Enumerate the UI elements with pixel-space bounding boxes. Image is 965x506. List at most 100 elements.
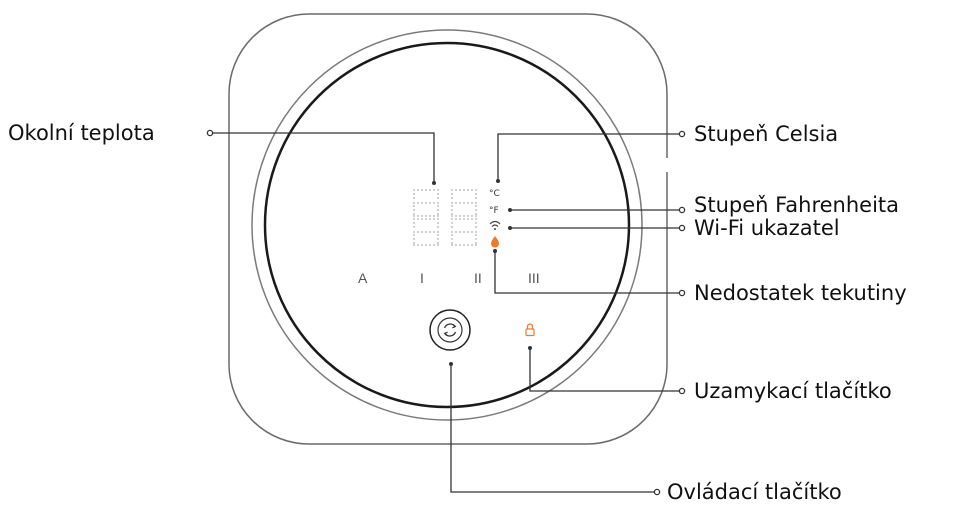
digit-dot <box>416 217 420 221</box>
control-button[interactable] <box>429 309 471 351</box>
digit-dot <box>466 217 470 221</box>
digit-dot <box>412 237 416 241</box>
digit-dot <box>470 217 474 221</box>
digit-dot <box>466 188 470 192</box>
digit-dot <box>450 237 454 241</box>
digit-dot <box>466 230 470 234</box>
refresh-icon <box>443 323 457 337</box>
digit-dot <box>474 241 478 245</box>
wifi-icon <box>489 220 501 230</box>
digit-dot <box>436 233 440 237</box>
digit-dot <box>436 208 440 212</box>
lock-icon[interactable] <box>525 323 535 337</box>
digit-dot <box>412 212 416 216</box>
label-control: Ovládací tlačítko <box>667 480 842 504</box>
digit-dot <box>412 217 416 221</box>
digit-dot <box>428 201 432 205</box>
digit-dot <box>474 201 478 205</box>
digit-dot <box>416 188 420 192</box>
mode-3: III <box>528 270 540 286</box>
digit-dot <box>450 192 454 196</box>
digit-dot <box>470 230 474 234</box>
digit-dot <box>428 243 432 247</box>
digit-dot <box>436 201 440 205</box>
label-lock: Uzamykací tlačítko <box>694 379 892 403</box>
label-fahrenheit: Stupeň Fahrenheita <box>694 193 900 217</box>
digit-dot <box>432 188 436 192</box>
digit-dot <box>420 214 424 218</box>
digit-dot <box>474 233 478 237</box>
digit-dot <box>450 204 454 208</box>
digit-dot <box>462 201 466 205</box>
digit-dot <box>412 204 416 208</box>
digit-dot <box>474 192 478 196</box>
leader-low-fluid <box>494 250 682 294</box>
digit-dot <box>474 208 478 212</box>
digit-dot <box>454 243 458 247</box>
digit-dot <box>436 196 440 200</box>
digit-dot <box>474 221 478 225</box>
digit-dot <box>462 217 466 221</box>
digit-dot <box>450 243 454 247</box>
digit-dot <box>436 237 440 241</box>
digit-dot <box>436 192 440 196</box>
digit-dot <box>436 225 440 229</box>
temperature-digits <box>412 188 478 247</box>
digit-dot <box>458 243 462 247</box>
digit-dot <box>470 214 474 218</box>
digit-dot <box>474 196 478 200</box>
digit-dot <box>436 241 440 245</box>
leader-ambient-temp <box>210 132 435 182</box>
digit-dot <box>450 212 454 216</box>
digit-dot <box>450 241 454 245</box>
digit-dot <box>474 204 478 208</box>
digit-dot <box>474 225 478 229</box>
digit-dot <box>458 214 462 218</box>
digit-dot <box>412 243 416 247</box>
digit-dot <box>466 243 470 247</box>
digit-dot <box>436 221 440 225</box>
digit-dot <box>466 214 470 218</box>
digit-dot <box>424 217 428 221</box>
digit-dot <box>412 214 416 218</box>
digit-dot <box>416 214 420 218</box>
digit-dot <box>420 201 424 205</box>
digit-dot <box>450 225 454 229</box>
digit-dot <box>436 188 440 192</box>
digit-dot <box>416 201 420 205</box>
digit-dot <box>432 217 436 221</box>
digit-dot <box>454 188 458 192</box>
digit-dot <box>432 230 436 234</box>
digit-dot <box>454 230 458 234</box>
mode-2: II <box>474 270 482 286</box>
digit-dot <box>450 217 454 221</box>
digit-dot <box>436 217 440 221</box>
digit-dot <box>474 243 478 247</box>
digit-dot <box>470 201 474 205</box>
digit-dot <box>420 188 424 192</box>
digit-dot <box>466 201 470 205</box>
leader-control <box>450 364 657 493</box>
fahrenheit-unit: °F <box>489 206 499 216</box>
digit-dot <box>412 201 416 205</box>
digit-dot <box>474 230 478 234</box>
digit-dot <box>458 201 462 205</box>
digit-dot <box>458 230 462 234</box>
digit-dot <box>412 241 416 245</box>
digit-dot <box>474 188 478 192</box>
digit-dot <box>458 188 462 192</box>
digit-dot <box>412 196 416 200</box>
housing-gap <box>660 158 674 172</box>
label-ambient-temp: Okolní teplota <box>8 121 155 145</box>
leader-celsius <box>497 133 682 180</box>
digit-dot <box>436 204 440 208</box>
digit-dot <box>450 233 454 237</box>
label-celsius: Stupeň Celsia <box>694 122 839 146</box>
digit-dot <box>416 230 420 234</box>
digit-dot <box>474 237 478 241</box>
digit-dot <box>424 230 428 234</box>
digit-dot <box>458 217 462 221</box>
digit-dot <box>412 230 416 234</box>
digit-dot <box>424 201 428 205</box>
